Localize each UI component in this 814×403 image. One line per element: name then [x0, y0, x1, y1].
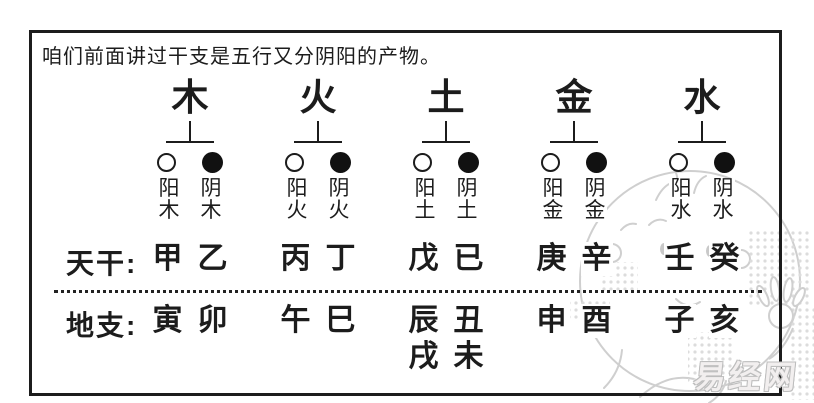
yang-label: 阳土 [413, 177, 437, 222]
yin-filled-circle-icon [714, 151, 735, 173]
yang-label: 阳水 [669, 177, 693, 222]
inverted-t-connector-icon [166, 121, 214, 143]
branches-pair-metal: 申酉 [535, 304, 613, 338]
element-char: 木 [168, 79, 212, 119]
yang-label: 阳木 [157, 177, 181, 222]
branches-pair-earth: 辰丑 [407, 304, 485, 338]
stems-pair-water: 壬癸 [663, 242, 741, 276]
inverted-t-connector-icon [422, 121, 470, 143]
yang-label: 阳火 [285, 177, 309, 222]
branches-pair-wood: 寅卯 [151, 304, 229, 338]
yin-label: 阴木 [199, 177, 223, 222]
intro-text: 咱们前面讲过干支是五行又分阴阳的产物。 [40, 40, 443, 69]
element-column-earth: 土 阳土 阴土 [386, 79, 506, 222]
inverted-t-connector-icon [294, 121, 342, 143]
yin-label: 阴火 [327, 177, 351, 222]
element-char: 土 [424, 79, 468, 119]
yin-label: 阴水 [711, 177, 735, 222]
branches-pair-water: 子亥 [663, 304, 741, 338]
yin-label: 阴金 [583, 177, 607, 222]
element-column-fire: 火 阳火 阴火 [258, 79, 378, 222]
yang-label: 阳金 [541, 177, 565, 222]
branches-pair-fire: 午巳 [279, 304, 357, 338]
stems-pair-metal: 庚辛 [535, 242, 613, 276]
element-char: 金 [552, 79, 596, 119]
dotted-separator [54, 290, 762, 293]
diagram-frame: 咱们前面讲过干支是五行又分阴阳的产物。 木 阳木 阴木 火 阳火 阴火 土 [29, 30, 782, 396]
yang-hollow-circle-icon [541, 152, 560, 172]
element-column-water: 水 阳水 阴水 [642, 79, 762, 222]
stems-pair-earth: 戊已 [407, 242, 485, 276]
site-watermark: 易经网 [691, 359, 801, 395]
yang-hollow-circle-icon [157, 152, 176, 172]
stems-pair-fire: 丙丁 [279, 242, 357, 276]
stems-pair-wood: 甲乙 [151, 242, 229, 276]
yin-filled-circle-icon [202, 151, 223, 173]
branches-pair-earth-extra: 戌未 [407, 340, 485, 374]
element-char: 火 [296, 79, 340, 119]
yang-hollow-circle-icon [669, 152, 688, 172]
stems-row-label: 天干: [66, 242, 138, 282]
element-char: 水 [680, 79, 724, 119]
yin-filled-circle-icon [458, 151, 479, 173]
yin-filled-circle-icon [330, 151, 351, 173]
inverted-t-connector-icon [678, 121, 726, 143]
yin-label: 阴土 [455, 177, 479, 222]
yang-hollow-circle-icon [413, 152, 432, 172]
branches-row-label: 地支: [66, 304, 138, 344]
element-column-wood: 木 阳木 阴木 [130, 79, 250, 222]
yin-filled-circle-icon [586, 151, 607, 173]
yang-hollow-circle-icon [285, 152, 304, 172]
inverted-t-connector-icon [550, 121, 598, 143]
element-column-metal: 金 阳金 阴金 [514, 79, 634, 222]
